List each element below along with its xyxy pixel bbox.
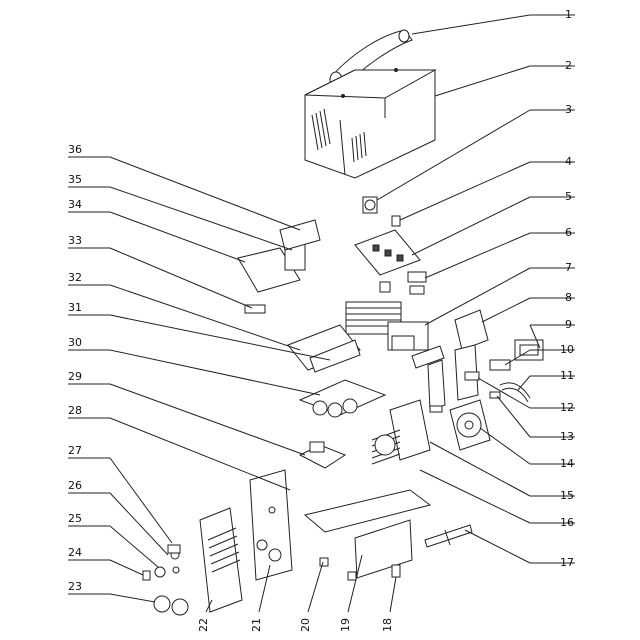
part-shunt xyxy=(362,196,378,214)
part-base-plate xyxy=(303,489,432,581)
label-10: 10 xyxy=(560,343,574,356)
part-potentiometer xyxy=(154,566,180,578)
label-4: 4 xyxy=(565,155,572,168)
part-switch xyxy=(391,564,401,578)
label-26: 26 xyxy=(68,479,82,492)
label-9: 9 xyxy=(565,318,572,331)
labels-left: 36 35 34 33 32 31 30 29 28 27 26 25 24 2… xyxy=(68,143,82,593)
part-transformer-core xyxy=(345,301,429,351)
part-control-board xyxy=(354,229,421,276)
label-6: 6 xyxy=(565,226,572,239)
part-rear-bracket xyxy=(424,524,473,548)
part-knob xyxy=(167,544,181,554)
part-heatsink-top xyxy=(279,219,321,251)
part-main-board xyxy=(287,324,361,373)
part-terminal xyxy=(489,359,511,371)
label-2: 2 xyxy=(565,59,572,72)
part-front-panel xyxy=(249,469,293,581)
label-28: 28 xyxy=(68,404,82,417)
label-5: 5 xyxy=(565,190,572,203)
label-36: 36 xyxy=(68,143,82,156)
label-30: 30 xyxy=(68,336,82,349)
label-19: 19 xyxy=(339,618,352,632)
label-21: 21 xyxy=(250,618,263,632)
label-24: 24 xyxy=(68,546,82,559)
part-bridge xyxy=(407,271,427,295)
part-fan xyxy=(449,399,491,451)
labels-bottom: 22 21 20 19 18 xyxy=(197,618,394,632)
label-35: 35 xyxy=(68,173,82,186)
label-17: 17 xyxy=(560,556,574,569)
part-small-switch xyxy=(142,570,151,581)
part-igbt-module xyxy=(298,441,347,469)
label-12: 12 xyxy=(560,401,574,414)
labels-right: 1 2 3 4 5 6 7 8 9 10 11 12 13 14 15 16 1… xyxy=(560,8,574,569)
label-34: 34 xyxy=(68,198,82,211)
label-3: 3 xyxy=(565,103,572,116)
label-20: 20 xyxy=(299,618,312,632)
part-top-cover xyxy=(304,68,437,179)
label-16: 16 xyxy=(560,516,574,529)
label-32: 32 xyxy=(68,271,82,284)
part-heatsink-assembly xyxy=(371,399,431,465)
label-27: 27 xyxy=(68,444,82,457)
label-13: 13 xyxy=(560,430,574,443)
label-8: 8 xyxy=(565,291,572,304)
part-rectifier xyxy=(429,371,501,413)
label-25: 25 xyxy=(68,512,82,525)
part-front-frame xyxy=(199,507,243,613)
part-output-sockets xyxy=(153,595,189,616)
part-bracket xyxy=(411,309,489,411)
label-14: 14 xyxy=(560,457,574,470)
part-power-board xyxy=(237,239,306,314)
label-18: 18 xyxy=(381,618,394,632)
leaders-right xyxy=(376,14,575,564)
leaders-left xyxy=(68,156,331,603)
label-11: 11 xyxy=(560,369,574,382)
part-cable xyxy=(499,382,531,403)
label-7: 7 xyxy=(565,261,572,274)
label-22: 22 xyxy=(197,618,210,632)
part-relay xyxy=(379,281,391,293)
label-33: 33 xyxy=(68,234,82,247)
label-31: 31 xyxy=(68,301,82,314)
label-1: 1 xyxy=(565,8,572,21)
leaders-bottom xyxy=(205,554,397,613)
label-29: 29 xyxy=(68,370,82,383)
label-23: 23 xyxy=(68,580,82,593)
part-clip xyxy=(391,215,401,227)
part-capacitor-board xyxy=(298,379,387,418)
label-15: 15 xyxy=(560,489,574,502)
